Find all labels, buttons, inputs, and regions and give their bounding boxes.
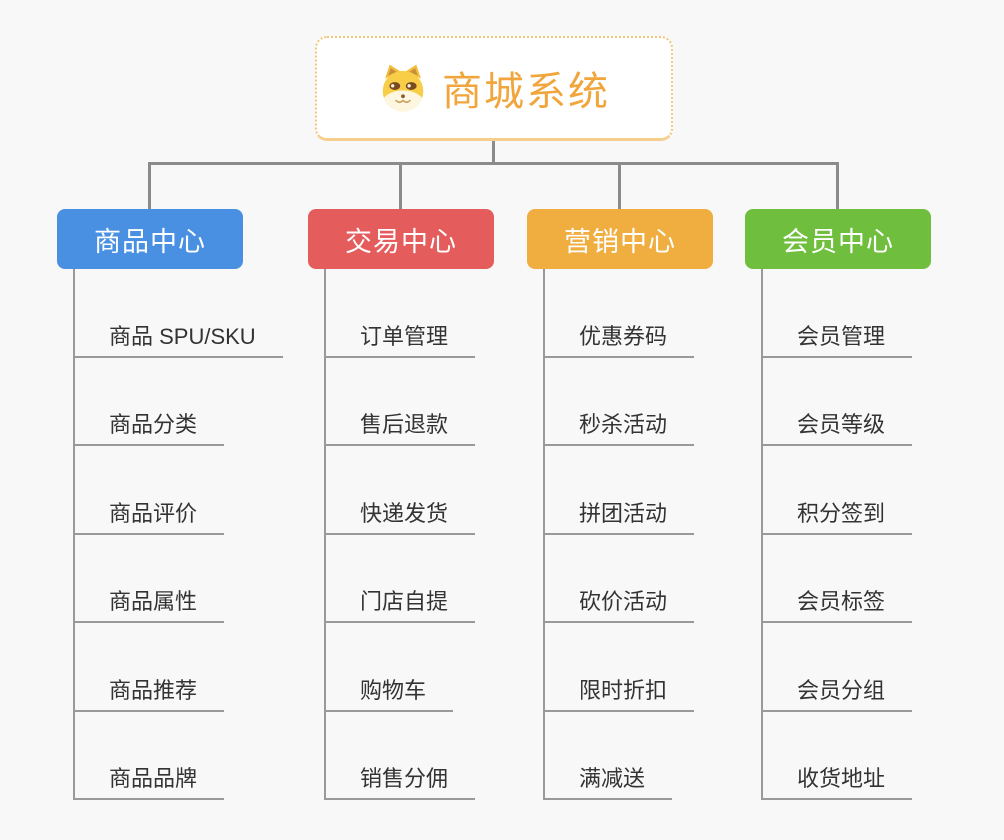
branch-header-member-center[interactable]: 会员中心 bbox=[745, 209, 931, 269]
leaf-node[interactable]: 快递发货 bbox=[326, 446, 556, 535]
leaf-label: 收货地址 bbox=[763, 761, 913, 800]
leaf-label: 积分签到 bbox=[763, 496, 913, 535]
leaf-node[interactable]: 门店自提 bbox=[326, 535, 556, 623]
connector-drop-products bbox=[148, 164, 151, 210]
branch-marketing-center: 营销中心 优惠券码 秒杀活动 拼团活动 砍价活动 限时折扣 满减送 bbox=[527, 209, 775, 800]
leaf-label: 购物车 bbox=[326, 673, 454, 712]
leaf-label: 商品属性 bbox=[75, 584, 225, 623]
doge-face-icon bbox=[382, 64, 424, 112]
leaf-label: 商品推荐 bbox=[75, 673, 225, 712]
leaf-node[interactable]: 会员等级 bbox=[763, 358, 993, 446]
branch-children: 优惠券码 秒杀活动 拼团活动 砍价活动 限时折扣 满减送 bbox=[543, 269, 775, 800]
leaf-label: 会员等级 bbox=[763, 407, 913, 446]
leaf-label: 商品评价 bbox=[75, 496, 225, 535]
leaf-node[interactable]: 秒杀活动 bbox=[545, 358, 775, 446]
connector-drop-member bbox=[836, 164, 839, 210]
branch-children: 会员管理 会员等级 积分签到 会员标签 会员分组 收货地址 bbox=[761, 269, 993, 800]
leaf-node[interactable]: 砍价活动 bbox=[545, 535, 775, 623]
leaf-node[interactable]: 限时折扣 bbox=[545, 623, 775, 712]
leaf-label: 会员分组 bbox=[763, 673, 913, 712]
leaf-label: 售后退款 bbox=[326, 407, 476, 446]
leaf-node[interactable]: 商品评价 bbox=[75, 446, 305, 535]
branch-header-trade-center[interactable]: 交易中心 bbox=[308, 209, 494, 269]
leaf-label: 优惠券码 bbox=[545, 319, 695, 358]
leaf-node[interactable]: 商品推荐 bbox=[75, 623, 305, 712]
leaf-node[interactable]: 商品分类 bbox=[75, 358, 305, 446]
leaf-label: 秒杀活动 bbox=[545, 407, 695, 446]
leaf-node[interactable]: 商品 SPU/SKU bbox=[75, 269, 305, 358]
leaf-label: 会员标签 bbox=[763, 584, 913, 623]
leaf-node[interactable]: 会员分组 bbox=[763, 623, 993, 712]
connector-root-vertical bbox=[492, 141, 495, 163]
leaf-node[interactable]: 订单管理 bbox=[326, 269, 556, 358]
leaf-label: 订单管理 bbox=[326, 319, 476, 358]
connector-drop-marketing bbox=[618, 164, 621, 210]
leaf-label: 商品分类 bbox=[75, 407, 225, 446]
leaf-node[interactable]: 销售分佣 bbox=[326, 712, 556, 800]
leaf-node[interactable]: 拼团活动 bbox=[545, 446, 775, 535]
branch-header-product-center[interactable]: 商品中心 bbox=[57, 209, 243, 269]
leaf-node[interactable]: 积分签到 bbox=[763, 446, 993, 535]
leaf-label: 销售分佣 bbox=[326, 761, 476, 800]
leaf-label: 门店自提 bbox=[326, 584, 476, 623]
leaf-node[interactable]: 购物车 bbox=[326, 623, 556, 712]
branch-children: 商品 SPU/SKU 商品分类 商品评价 商品属性 商品推荐 商品品牌 bbox=[73, 269, 305, 800]
leaf-node[interactable]: 优惠券码 bbox=[545, 269, 775, 358]
leaf-label: 会员管理 bbox=[763, 319, 913, 358]
leaf-node[interactable]: 售后退款 bbox=[326, 358, 556, 446]
leaf-node[interactable]: 商品属性 bbox=[75, 535, 305, 623]
connector-horizontal-rail bbox=[148, 162, 839, 165]
leaf-label: 快递发货 bbox=[326, 496, 476, 535]
branch-children: 订单管理 售后退款 快递发货 门店自提 购物车 销售分佣 bbox=[324, 269, 556, 800]
root-node[interactable]: 商城系统 bbox=[315, 36, 673, 141]
leaf-label: 满减送 bbox=[545, 761, 673, 800]
root-title: 商城系统 bbox=[442, 70, 610, 114]
leaf-label: 商品品牌 bbox=[75, 761, 225, 800]
leaf-node[interactable]: 会员标签 bbox=[763, 535, 993, 623]
leaf-label: 商品 SPU/SKU bbox=[75, 319, 283, 358]
leaf-label: 拼团活动 bbox=[545, 496, 695, 535]
leaf-node[interactable]: 商品品牌 bbox=[75, 712, 305, 800]
branch-member-center: 会员中心 会员管理 会员等级 积分签到 会员标签 会员分组 收货地址 bbox=[745, 209, 993, 800]
branch-header-marketing-center[interactable]: 营销中心 bbox=[527, 209, 713, 269]
branch-product-center: 商品中心 商品 SPU/SKU 商品分类 商品评价 商品属性 商品推荐 商品品牌 bbox=[57, 209, 305, 800]
leaf-node[interactable]: 会员管理 bbox=[763, 269, 993, 358]
connector-drop-trade bbox=[399, 164, 402, 210]
leaf-label: 限时折扣 bbox=[545, 673, 695, 712]
leaf-node[interactable]: 收货地址 bbox=[763, 712, 993, 800]
branch-trade-center: 交易中心 订单管理 售后退款 快递发货 门店自提 购物车 销售分佣 bbox=[308, 209, 556, 800]
leaf-node[interactable]: 满减送 bbox=[545, 712, 775, 800]
leaf-label: 砍价活动 bbox=[545, 584, 695, 623]
